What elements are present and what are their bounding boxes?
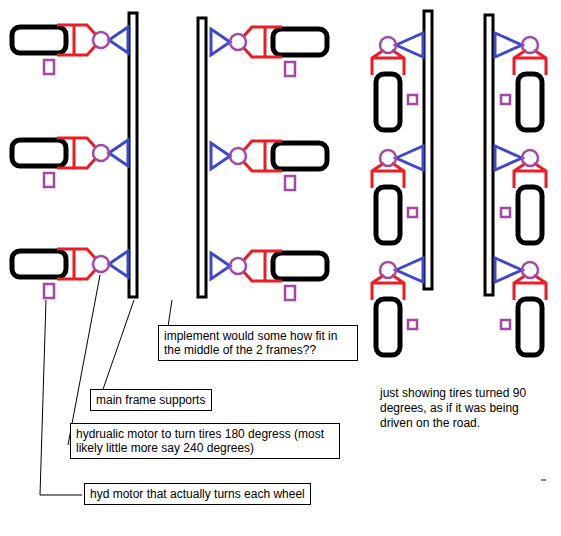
wheel-assembly: [372, 146, 423, 243]
wheel-assembly: [12, 249, 128, 298]
leader-line: [40, 300, 82, 495]
wheel-assembly: [372, 258, 423, 355]
stray-mark: [541, 480, 546, 481]
leader-line: [68, 275, 100, 445]
leader-lines: [40, 275, 172, 495]
wheel-assembly: [211, 27, 327, 76]
callout-box: hydrualic motor to turn tires 180 degres…: [70, 423, 340, 459]
wheel-assembly: [495, 33, 546, 130]
note-text: just showing tires turned 90 degrees, as…: [380, 386, 552, 431]
main-frame: [485, 15, 493, 295]
main-frame: [424, 11, 432, 289]
leader-line: [100, 300, 134, 398]
callout-text: implement would some how fit in the midd…: [164, 329, 352, 357]
main-frame: [198, 18, 206, 297]
callout-text: hyd motor that actually turns each wheel: [90, 487, 305, 501]
wheel-assembly: [211, 251, 327, 300]
wheel-assembly: [495, 258, 546, 355]
wheel-assembly: [12, 138, 128, 187]
callout-text: main frame supports: [96, 393, 206, 407]
main-frame: [129, 13, 137, 297]
wheel-assembly: [372, 33, 423, 130]
callout-box: hyd motor that actually turns each wheel: [84, 483, 311, 505]
callout-box: implement would some how fit in the midd…: [158, 325, 358, 361]
callout-text: hydrualic motor to turn tires 180 degres…: [76, 427, 334, 455]
wheel-assembly: [211, 141, 327, 190]
callout-box: main frame supports: [90, 389, 212, 411]
wheel-assembly: [12, 25, 128, 74]
wheel-assembly: [495, 146, 546, 243]
